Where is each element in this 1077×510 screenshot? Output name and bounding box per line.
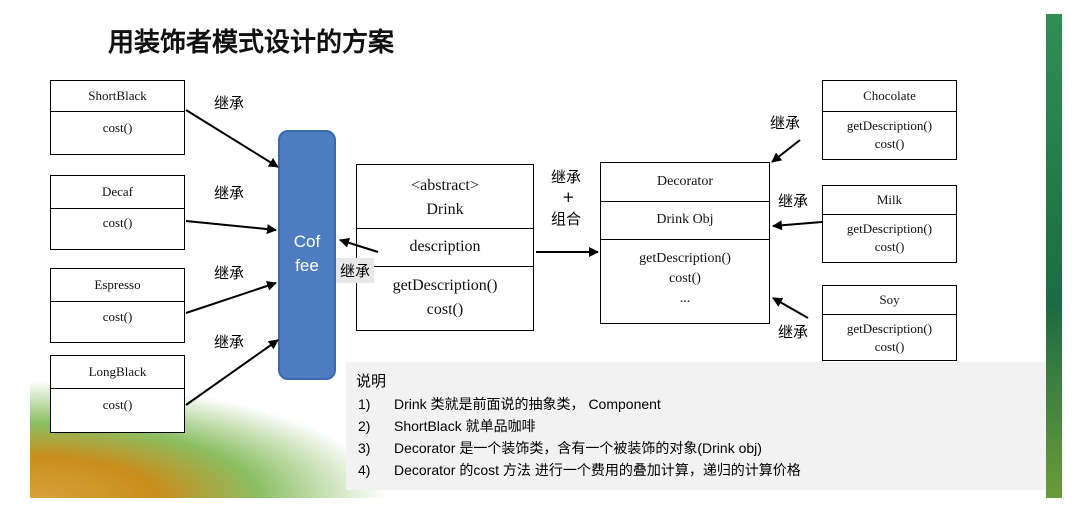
arrow-chocolate-decorator [771,139,801,163]
class-method: getDescription() [846,117,933,133]
label-inherit: 继承 [214,182,245,203]
note-item: 4)Decorator 的cost 方法 进行一个费用的叠加计算，递归的计算价格 [358,462,801,478]
coffee-label-line2: fee [295,256,319,275]
arrow-longblack-coffee [185,339,279,406]
label-inherit: 继承 [214,92,245,113]
class-name: Milk [876,191,903,207]
class-espresso: Espresso cost() [50,268,185,343]
class-decaf: Decaf cost() [50,175,185,250]
label-inherit: 继承 [770,112,801,133]
arrow-espresso-coffee [185,281,277,314]
class-name: LongBlack [88,363,147,379]
class-soy: Soy getDescription() cost() [822,285,957,361]
class-method: cost() [874,238,905,254]
drink-method: getDescription() [392,276,498,294]
drink-method: cost() [426,300,464,318]
arrow-milk-decorator [772,220,823,231]
label-plus: + [562,188,575,206]
label-inherit: 继承 [336,258,375,283]
label-inherit: 继承 [778,321,809,342]
decorator-method: ... [679,290,691,306]
class-name: Espresso [94,276,141,292]
class-milk: Milk getDescription() cost() [822,185,957,263]
decorator-field: Drink Obj [656,211,714,227]
drink-field: description [409,237,481,255]
decorator-method: getDescription() [639,250,731,266]
class-method: getDescription() [846,220,933,236]
class-drink: <abstract> Drink description getDescript… [356,164,534,331]
note-item: 3)Decorator 是一个装饰类，含有一个被装饰的对象(Drink obj) [358,440,762,456]
right-decor-bar [1046,14,1062,498]
note-panel: 说明 1)Drink 类就是前面说的抽象类， Component 2)Short… [346,362,1046,490]
class-name: ShortBlack [88,87,147,103]
decorator-method: cost() [669,270,701,286]
class-method: cost() [102,214,133,230]
arrow-decaf-coffee [185,220,277,235]
coffee-label-line1: Cof [293,232,321,251]
note-heading: 说明 [356,372,387,390]
decorator-name: Decorator [657,173,713,189]
label-inherit: 继承 [778,190,809,211]
class-method: cost() [102,120,133,136]
arrow-drink-coffee [339,237,379,253]
drink-stereotype: <abstract> [411,176,479,194]
drink-name: Drink [426,200,464,218]
arrow-soy-decorator [772,297,809,319]
class-method: cost() [102,308,133,324]
diagram-title: 用装饰者模式设计的方案 [108,28,395,58]
class-chocolate: Chocolate getDescription() cost() [822,80,957,160]
note-item: 1)Drink 类就是前面说的抽象类， Component [358,396,661,412]
class-longblack: LongBlack cost() [50,355,185,433]
coffee-class: Cof fee [278,130,336,380]
label-inherit: 继承 [214,262,245,283]
label-compose: 组合 [551,208,582,229]
arrow-shortblack-coffee [185,109,279,168]
class-method: cost() [874,135,905,151]
class-name: Chocolate [863,87,916,103]
label-inherit: 继承 [214,331,245,352]
class-method: cost() [102,396,133,412]
class-name: Soy [879,291,900,307]
class-name: Decaf [101,183,134,199]
class-shortblack: ShortBlack cost() [50,80,185,155]
note-item: 2)ShortBlack 就单品咖啡 [358,418,536,434]
class-decorator: Decorator Drink Obj getDescription() cos… [600,162,770,324]
class-method: getDescription() [846,320,933,336]
label-inherit: 继承 [551,166,582,187]
class-method: cost() [874,338,905,354]
